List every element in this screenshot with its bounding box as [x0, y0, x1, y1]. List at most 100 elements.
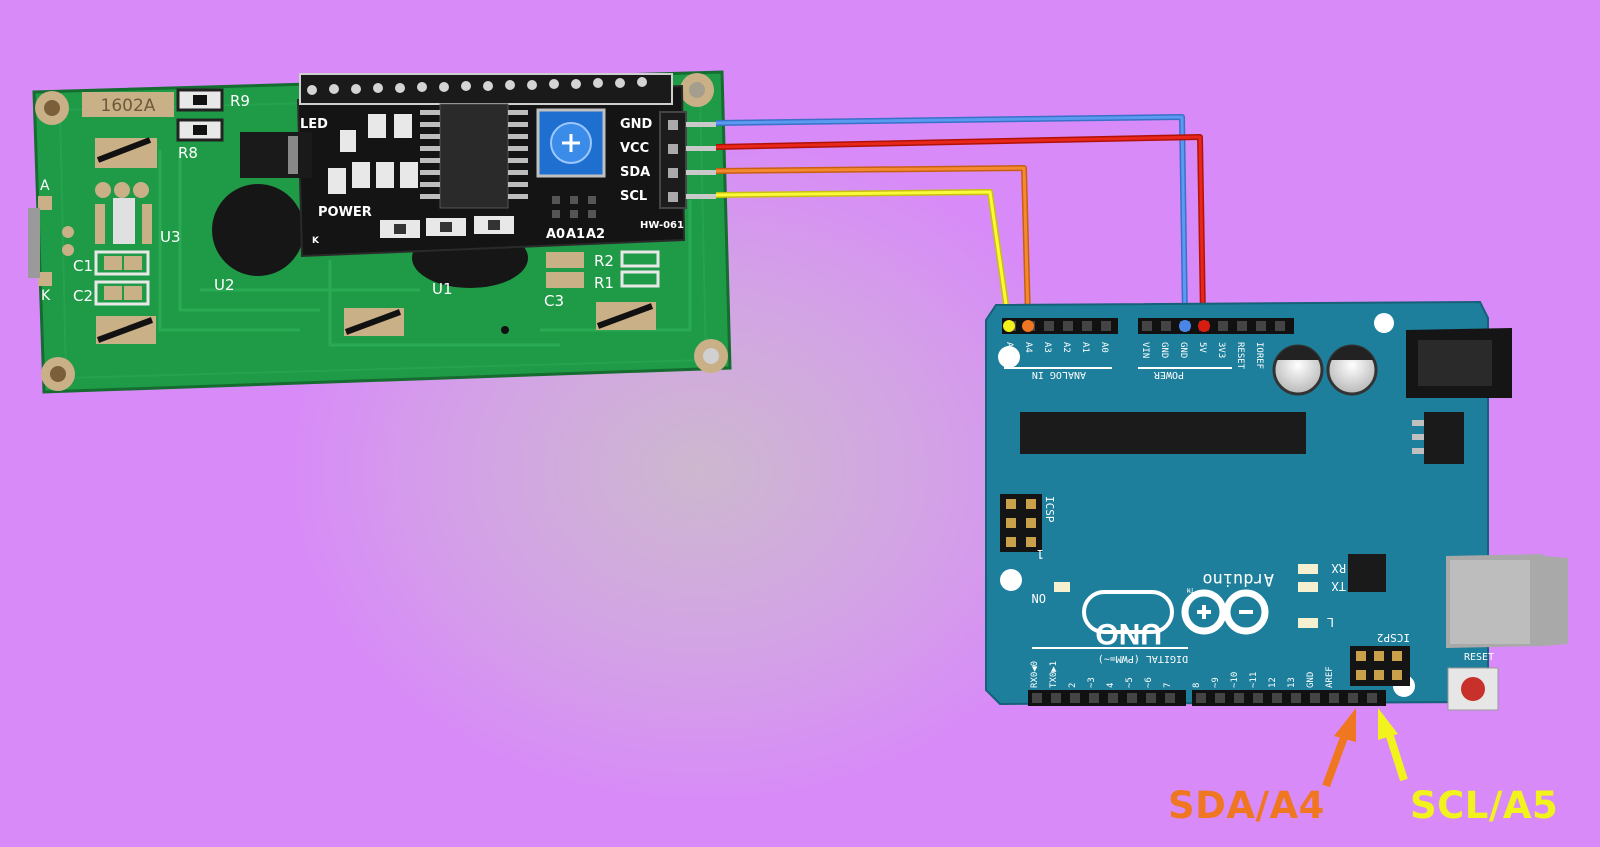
- i2c-a1-label: A1: [566, 227, 585, 242]
- callout-arrows: [1322, 708, 1408, 788]
- edge-connector: [28, 208, 40, 278]
- i2c-pin-gnd-label: GND: [620, 117, 653, 132]
- wire-scl: [715, 189, 1011, 319]
- on-led-label: ON: [1032, 591, 1046, 605]
- label-c3: C3: [544, 292, 564, 310]
- label-r8: R8: [178, 144, 198, 162]
- pin-label-vin: VIN: [1140, 342, 1150, 358]
- pin-label-3v3: 3V3: [1216, 342, 1226, 358]
- l-led: [1298, 618, 1318, 628]
- component-u3: [95, 182, 152, 244]
- arduino-tm: TM: [1186, 586, 1194, 593]
- pin-label-a3: A3: [1042, 342, 1052, 353]
- mounting-hole: [35, 73, 728, 391]
- i2c-pin-sda-label: SDA: [620, 165, 650, 180]
- label-r9: R9: [230, 92, 250, 110]
- pin-label-gnd-digital: GND: [1306, 672, 1316, 688]
- chip-u2: [212, 184, 304, 276]
- sda-a4-callout: SDA/A4: [1168, 784, 1325, 827]
- voltage-regulator: [1424, 412, 1464, 464]
- pin-label-aref: AREF: [1325, 666, 1335, 688]
- pin-label-d11: ~11: [1249, 672, 1259, 688]
- i2c-a2-label: A2: [586, 227, 605, 242]
- pin-label-d6: ~6: [1144, 677, 1154, 688]
- arduino-mount-hole: [1000, 569, 1022, 591]
- pin-label-d2: 2: [1068, 683, 1078, 688]
- pin-label-d5: ~5: [1125, 677, 1135, 688]
- pin-label-5v: 5V: [1197, 342, 1207, 353]
- pin-label-a4: A4: [1023, 342, 1033, 353]
- pin-label-d4: 4: [1106, 683, 1116, 688]
- pin-label-d10: ~10: [1230, 672, 1240, 688]
- l-label: L: [1327, 615, 1334, 629]
- scl-a5-callout: SCL/A5: [1410, 784, 1559, 827]
- icsp-pin-one: 1: [1037, 547, 1044, 561]
- label-r2: R2: [594, 252, 614, 270]
- i2c-pin-scl-label: SCL: [620, 189, 647, 204]
- i2c-smd-parts: [328, 114, 418, 194]
- rx-led: [1298, 564, 1318, 574]
- i2c-power-label: POWER: [318, 205, 372, 220]
- pcf8574-chip: [439, 103, 509, 209]
- pin-label-d7: 7: [1163, 683, 1173, 688]
- pcb-traces: [158, 150, 692, 347]
- arduino-brand: Arduino: [1202, 569, 1274, 589]
- tx-led: [1298, 582, 1318, 592]
- arduino-mount-hole: [1374, 313, 1394, 333]
- i2c-model: HW-061: [640, 220, 684, 231]
- arduino-logo: UNO Arduino TM: [1082, 569, 1274, 650]
- i2c-k-label: K: [312, 236, 320, 246]
- sda-arrow: [1322, 708, 1356, 788]
- label-r1: R1: [594, 274, 614, 292]
- reset-label: RESET: [1464, 652, 1494, 663]
- pin-label-d9: ~9: [1211, 677, 1221, 688]
- wires: [715, 114, 1206, 319]
- label-u1: U1: [432, 280, 453, 298]
- pin-label-a1: A1: [1080, 342, 1090, 353]
- header-pin-row: [307, 77, 647, 95]
- icsp2-label: ICSP2: [1377, 631, 1410, 644]
- digital-label: DIGITAL (PWM=~): [1098, 653, 1188, 664]
- arduino-mount-hole: [998, 346, 1020, 368]
- atmega-chip: [1020, 412, 1306, 454]
- analog-in-label: ANALOG IN: [1032, 369, 1086, 380]
- lcd-model-badge: [82, 92, 174, 117]
- i2c-led-label: LED: [300, 117, 328, 132]
- i2c-pin-vcc-label: VCC: [620, 141, 649, 156]
- usb-chip: [1348, 554, 1386, 592]
- label-u3: U3: [160, 228, 181, 246]
- label-k: K: [41, 288, 51, 304]
- i2c-a0-label: A0: [546, 227, 565, 242]
- pin-label-a0: A0: [1099, 342, 1109, 353]
- label-a: A: [40, 178, 50, 194]
- tx-label: TX: [1331, 579, 1346, 593]
- uno-label: UNO: [1095, 617, 1162, 650]
- pin-label-gnd: GND: [1159, 342, 1169, 358]
- power-header: [1138, 318, 1294, 334]
- i2c-backpack: LED POWER K A0 A1 A2 HW-061: [240, 73, 716, 258]
- pin-label-a5: A5: [1004, 342, 1014, 353]
- wire-vcc: [715, 134, 1206, 319]
- label-u2: U2: [214, 276, 235, 294]
- icsp-label: ICSP: [1043, 496, 1056, 523]
- pin-label-gnd-2: GND: [1178, 342, 1188, 358]
- pin-label-d0: RX0◀0: [1030, 661, 1040, 688]
- on-led: [1054, 582, 1070, 592]
- pin-label-d8: 8: [1192, 683, 1202, 688]
- rx-label: RX: [1331, 561, 1346, 575]
- address-jumpers: [552, 196, 596, 218]
- lcd-bottom-pads: [96, 302, 656, 344]
- label-c1: C1: [73, 257, 93, 275]
- power-label: POWER: [1153, 369, 1184, 380]
- pin-label-ioref: IOREF: [1254, 342, 1264, 369]
- pin-label-d13: 13: [1287, 677, 1297, 688]
- pin-label-d12: 12: [1268, 677, 1278, 688]
- led-jumper: [240, 132, 312, 178]
- scl-arrow: [1378, 708, 1408, 782]
- pin-label-reset: RESET: [1235, 342, 1245, 370]
- pin-label-a2: A2: [1061, 342, 1071, 353]
- label-c2: C2: [73, 287, 93, 305]
- pin-label-d1: TX0▶1: [1049, 661, 1059, 688]
- analog-header: [1002, 318, 1118, 334]
